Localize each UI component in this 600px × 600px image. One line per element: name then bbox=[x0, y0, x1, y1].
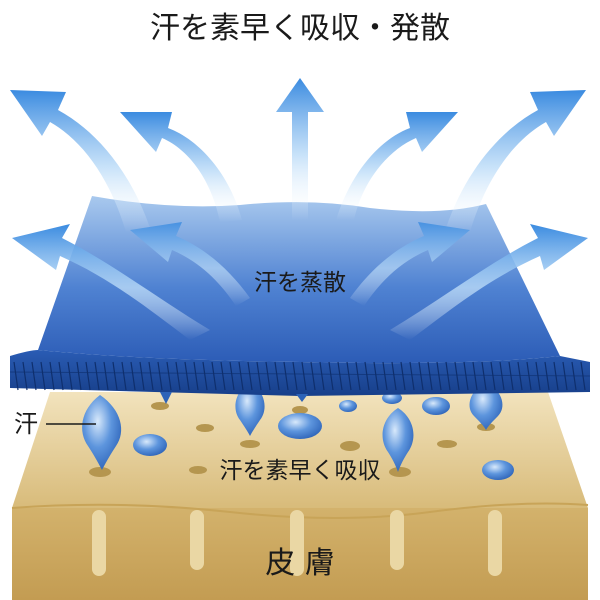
arrow-up-left bbox=[120, 112, 242, 222]
label-evaporate: 汗を蒸散 bbox=[254, 270, 346, 296]
evaporation-arrows bbox=[10, 78, 588, 340]
arrow-mid-left bbox=[130, 222, 250, 306]
label-skin: 皮 膚 bbox=[265, 546, 335, 581]
sweat-bead bbox=[339, 400, 357, 412]
arrow-far-right bbox=[446, 90, 586, 232]
label-absorb: 汗を素早く吸収 bbox=[220, 458, 381, 484]
fabric-layer bbox=[9, 196, 591, 404]
sweat-drop bbox=[382, 408, 414, 472]
sweat-bead bbox=[422, 397, 450, 415]
sweat-bead bbox=[278, 413, 322, 439]
arrow-low-left bbox=[12, 224, 210, 340]
sweat-drops bbox=[82, 382, 514, 480]
sweat-drop bbox=[82, 395, 122, 470]
sweat-drop bbox=[235, 382, 265, 436]
sweat-ducts bbox=[92, 510, 502, 576]
arrow-far-left bbox=[10, 90, 150, 232]
sweat-bead bbox=[133, 434, 167, 456]
skin-layer bbox=[11, 392, 589, 600]
label-sweat: 汗 bbox=[14, 410, 38, 438]
sweat-bead bbox=[482, 460, 514, 480]
arrow-mid-right bbox=[350, 222, 470, 306]
sweat-bead bbox=[382, 392, 402, 404]
fabric-ribs bbox=[13, 361, 586, 391]
arrow-low-right bbox=[390, 224, 588, 340]
arrow-up-right bbox=[336, 112, 458, 220]
sweat-drop bbox=[469, 382, 503, 430]
arrow-up-center bbox=[276, 78, 324, 220]
diagram-title: 汗を素早く吸収・発散 bbox=[150, 11, 450, 46]
